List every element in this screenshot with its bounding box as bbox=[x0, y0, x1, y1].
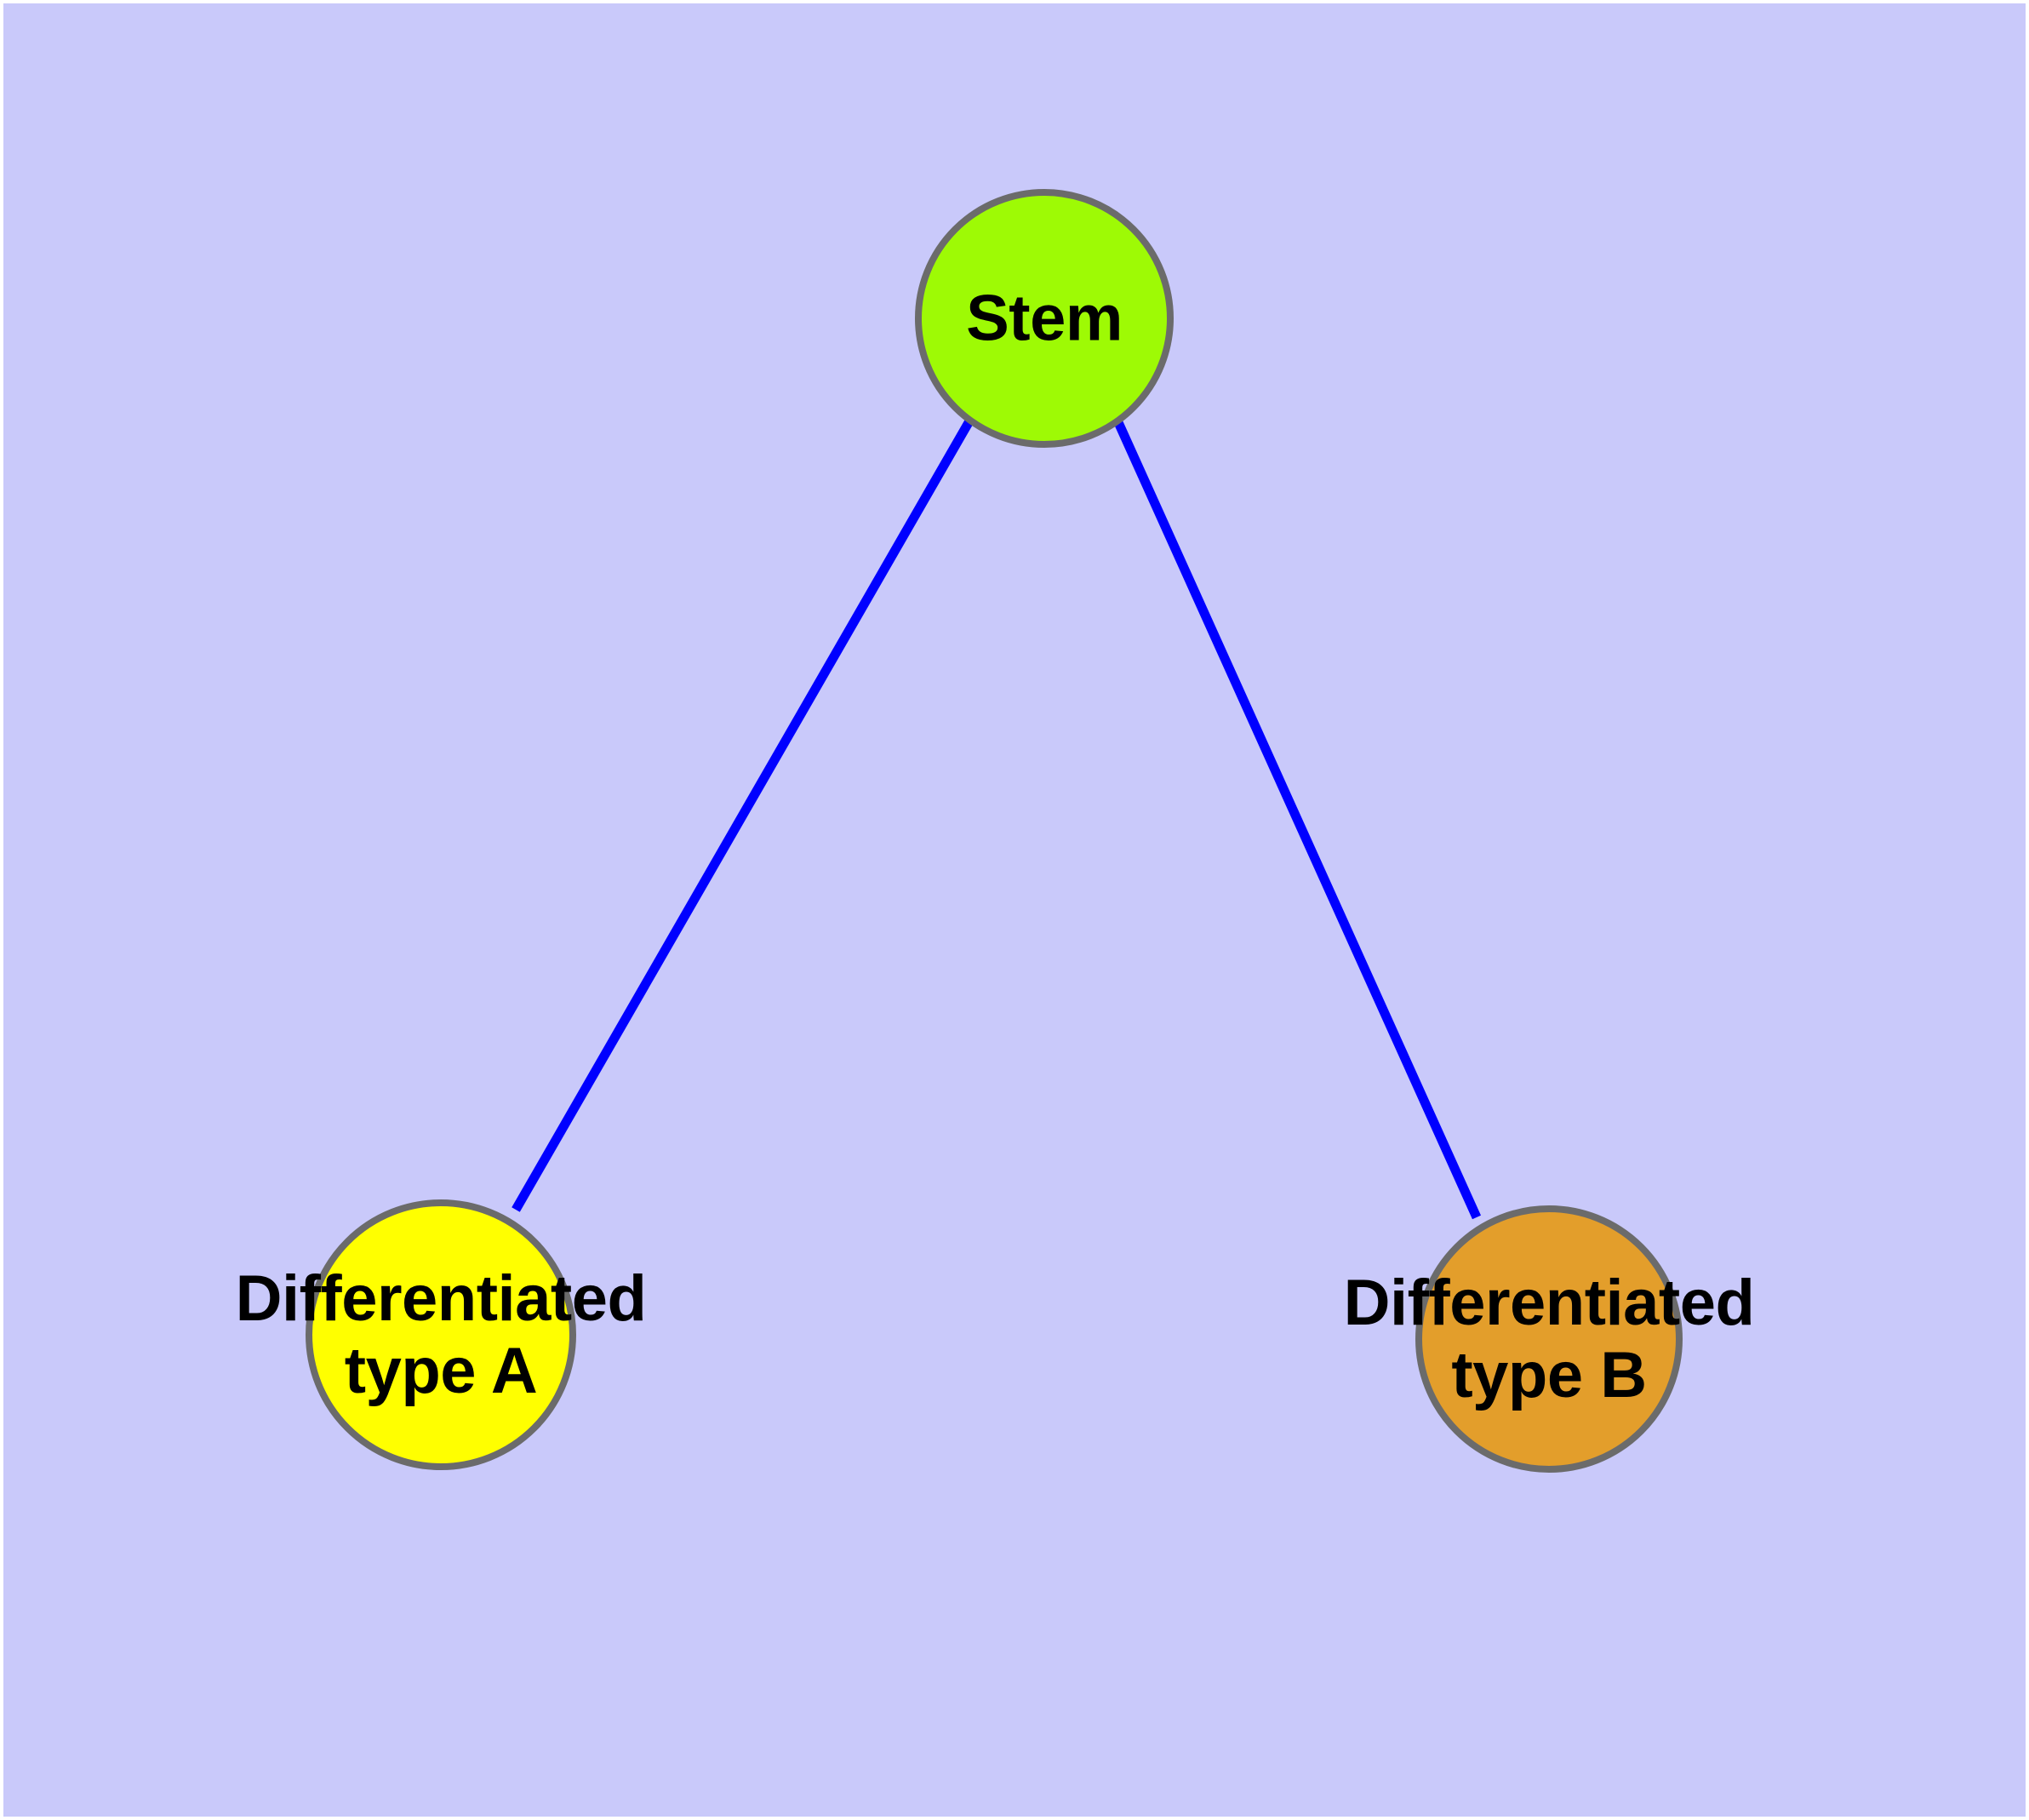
edge-stem-to-differentiated-type-a[interactable] bbox=[512, 417, 974, 1212]
edge-stem-to-differentiated-type-b[interactable] bbox=[1112, 418, 1482, 1220]
node-differentiated-type-b[interactable] bbox=[1415, 1205, 1683, 1473]
edge-layer bbox=[512, 417, 1482, 1220]
node-layer bbox=[306, 189, 1683, 1473]
node-stem[interactable] bbox=[915, 189, 1174, 448]
node-differentiated-type-a[interactable] bbox=[306, 1199, 576, 1470]
